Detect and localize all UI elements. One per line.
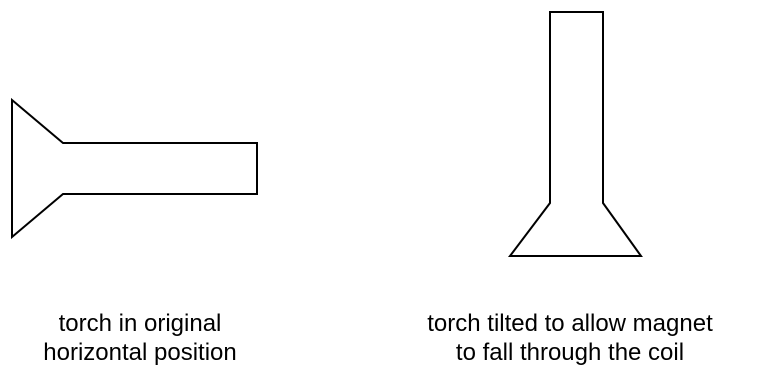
caption-horizontal-line-1: torch in original (58, 310, 222, 337)
torch-horizontal-outline (11, 97, 258, 240)
caption-horizontal-line-2: horizontal position (43, 339, 237, 366)
caption-tilted-line-1: torch tilted to allow magnet (427, 310, 713, 337)
caption-tilted-line-2: to fall through the coil (455, 339, 685, 366)
caption-horizontal-torch: torch in original horizontal position (0, 309, 280, 367)
caption-tilted-torch: torch tilted to allow magnet to fall thr… (390, 309, 750, 367)
torch-tilted-outline (507, 11, 643, 257)
